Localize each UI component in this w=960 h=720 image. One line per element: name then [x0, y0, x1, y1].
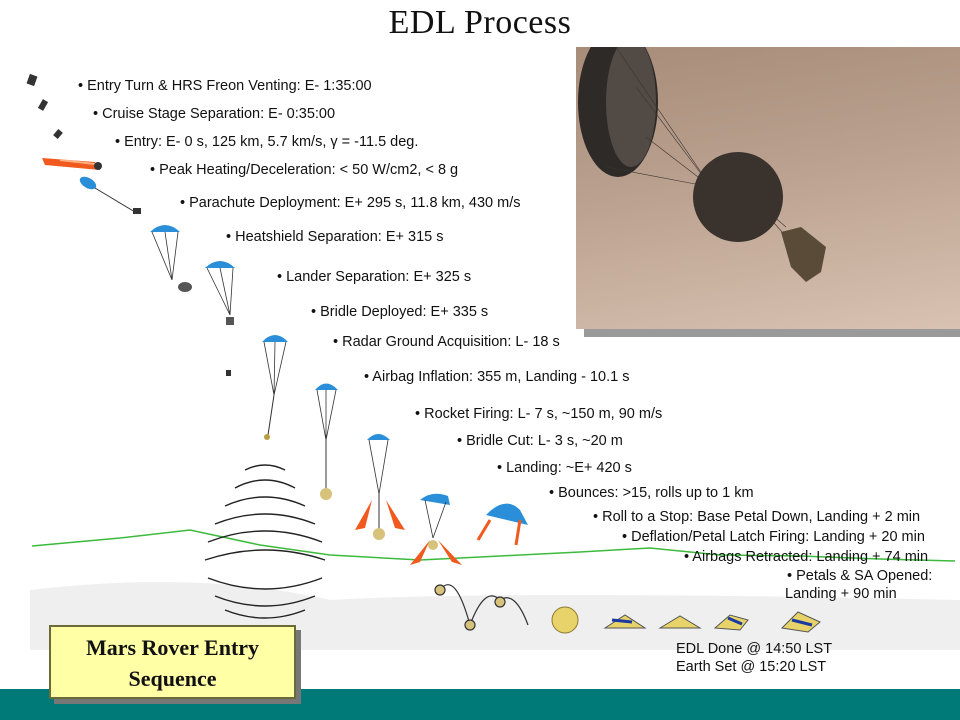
lander-stages [551, 606, 821, 634]
page-title: EDL Process [388, 4, 572, 41]
edl-done-label: EDL Done @ 14:50 LST [676, 641, 833, 657]
parachute-deploy [79, 176, 141, 214]
caption-line-2: Sequence [128, 666, 217, 691]
parachute-3 [262, 335, 288, 440]
step-airbag-inflation: • Airbag Inflation: 355 m, Landing - 10.… [364, 369, 630, 385]
ground-line [31, 529, 956, 562]
spacecraft-early [26, 73, 63, 139]
parachute-photo [576, 47, 960, 329]
step-entry-turn: • Entry Turn & HRS Freon Venting: E- 1:3… [78, 78, 372, 94]
step-radar-acquisition: • Radar Ground Acquisition: L- 18 s [333, 334, 560, 350]
step-petals-opened-time: Landing + 90 min [785, 586, 897, 602]
step-peak-heating: • Peak Heating/Deceleration: < 50 W/cm2,… [150, 162, 459, 178]
step-landing: • Landing: ~E+ 420 s [497, 460, 632, 476]
step-bridle-deployed: • Bridle Deployed: E+ 335 s [311, 304, 489, 320]
step-cruise-separation: • Cruise Stage Separation: E- 0:35:00 [93, 106, 336, 122]
step-bridle-cut: • Bridle Cut: L- 3 s, ~20 m [457, 433, 623, 449]
radar-waves [204, 464, 326, 619]
step-rocket-firing: • Rocket Firing: L- 7 s, ~150 m, 90 m/s [415, 406, 663, 422]
heating-plume [42, 158, 102, 170]
step-airbags-retracted: • Airbags Retracted: Landing + 74 min [684, 549, 929, 565]
parachute-6 [410, 493, 462, 565]
parachute-1 [150, 225, 192, 292]
parachute-4 [315, 383, 338, 500]
step-entry: • Entry: E- 0 s, 125 km, 5.7 km/s, γ = -… [115, 134, 419, 150]
step-deflation: • Deflation/Petal Latch Firing: Landing … [622, 529, 925, 545]
step-parachute-deployment: • Parachute Deployment: E+ 295 s, 11.8 k… [180, 195, 521, 211]
parachute-7 [476, 503, 528, 546]
caption-box: Mars Rover Entry Sequence [49, 625, 296, 699]
step-heatshield-separation: • Heatshield Separation: E+ 315 s [226, 229, 444, 245]
step-roll-to-stop: • Roll to a Stop: Base Petal Down, Landi… [593, 509, 921, 525]
step-petals-opened: • Petals & SA Opened: [787, 568, 933, 584]
parachute-5 [355, 434, 405, 540]
bounce-path [434, 584, 529, 631]
step-bounces: • Bounces: >15, rolls up to 1 km [549, 485, 754, 501]
step-lander-separation: • Lander Separation: E+ 325 s [277, 269, 472, 285]
caption-line-1: Mars Rover Entry [85, 635, 260, 660]
earth-set-label: Earth Set @ 15:20 LST [676, 659, 827, 675]
parachute-2 [205, 261, 235, 376]
